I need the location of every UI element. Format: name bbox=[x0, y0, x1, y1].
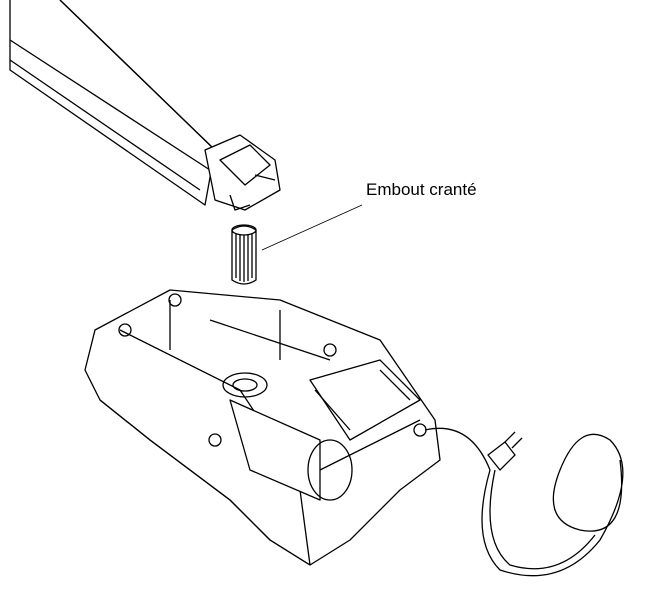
callout-leader-line bbox=[261, 204, 363, 251]
callout-label: Embout cranté bbox=[366, 180, 477, 199]
motor-housing bbox=[84, 289, 441, 566]
power-cord bbox=[424, 427, 624, 577]
toothed-end-piece bbox=[231, 224, 257, 285]
rail-arm bbox=[9, 0, 281, 211]
